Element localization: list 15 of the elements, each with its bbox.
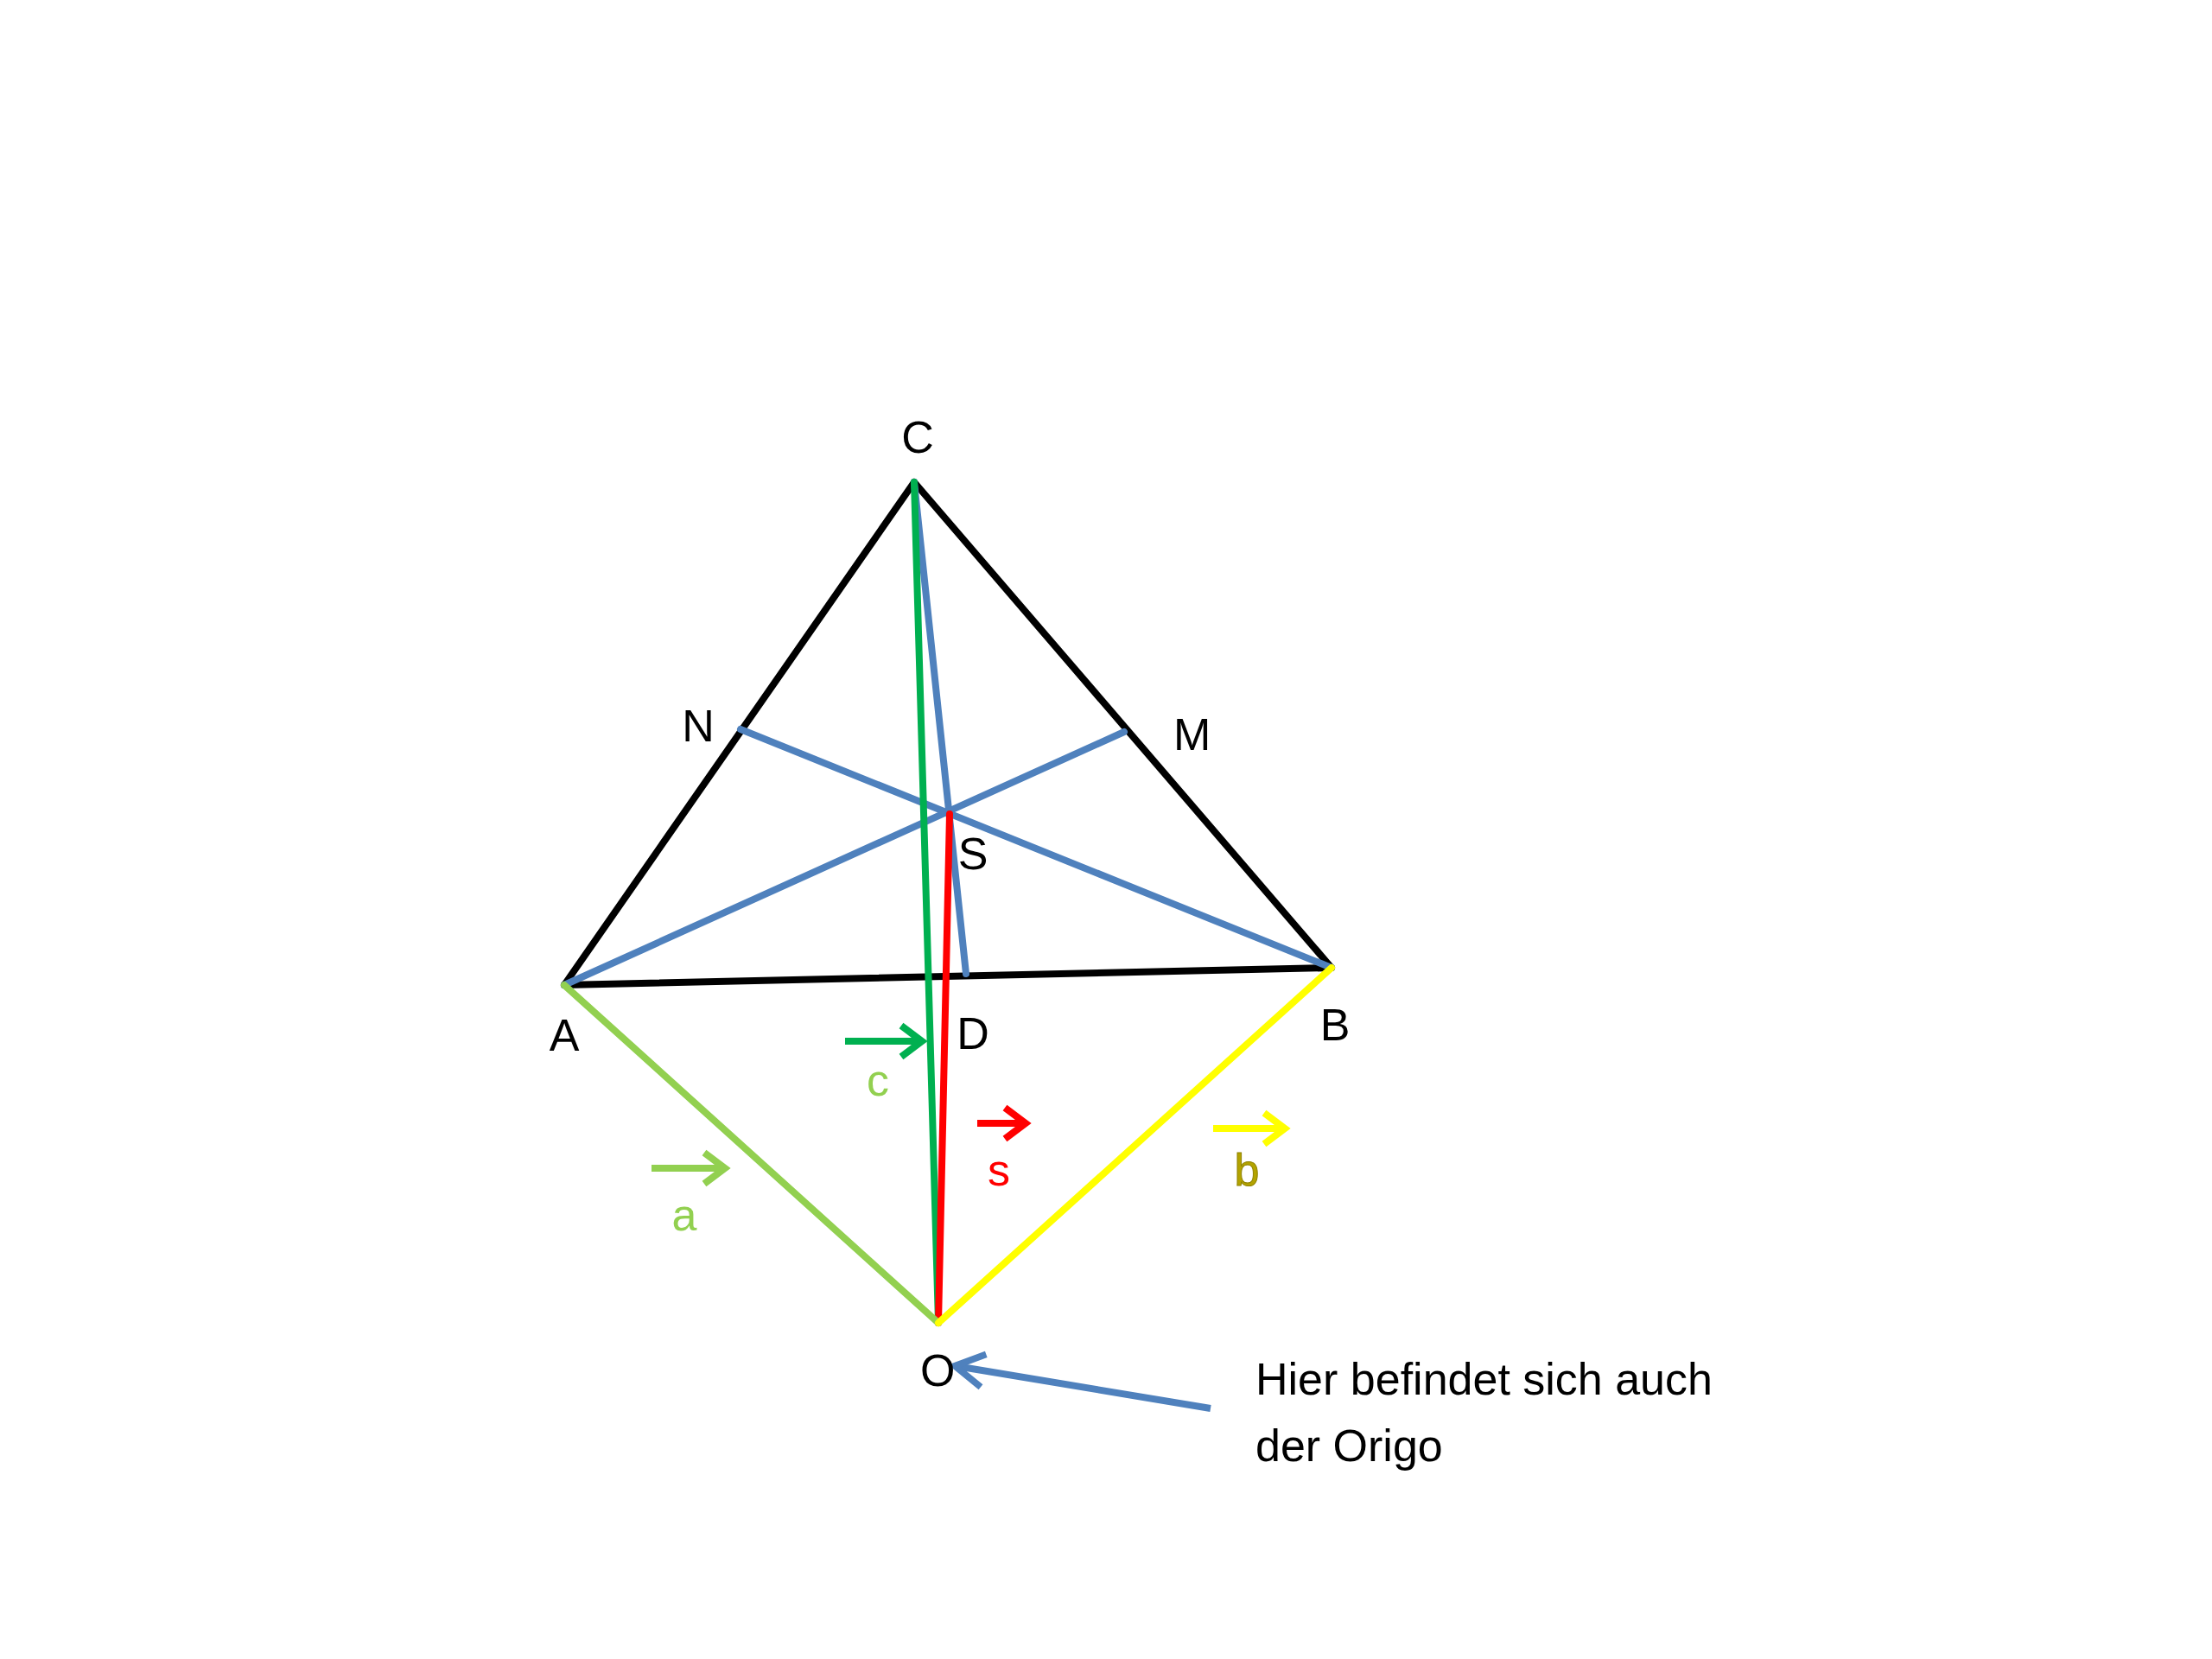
arrow (951, 1351, 1211, 1412)
point-label: S (950, 814, 990, 878)
point-label: D (956, 974, 990, 1058)
point-label: M (1124, 710, 1208, 759)
point-label: B (1318, 968, 1352, 1049)
vector-label: b (1233, 1146, 1261, 1194)
point-label: C (900, 413, 935, 482)
vector-label: c (866, 1056, 890, 1104)
vector-label: a (671, 1191, 698, 1239)
point-label: O (920, 1323, 955, 1395)
point-label: N (681, 702, 741, 750)
annotation-text: Hier befindet sich auch der Origo (1211, 1346, 1748, 1479)
vector-label: s (987, 1146, 1011, 1194)
line-segment (935, 964, 1335, 1326)
point-label: A (547, 985, 582, 1059)
